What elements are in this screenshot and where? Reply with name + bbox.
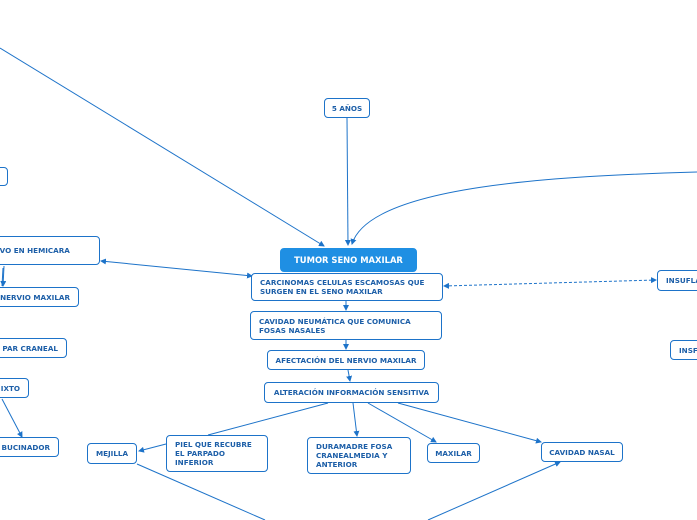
edge-ixto-bucinador xyxy=(1,398,23,438)
node-insf[interactable]: INSF xyxy=(670,340,697,360)
edge-alteracion-maxilar xyxy=(367,402,437,443)
edge-carcinomas-insufla xyxy=(443,277,657,289)
node-hemicara[interactable]: IVO EN HEMICARA xyxy=(0,236,100,265)
edge-piel-mejilla xyxy=(138,443,167,453)
node-nervio-maxilar[interactable]: NERVIO MAXILAR xyxy=(0,287,79,307)
edge-bottom-cavidad-nasal xyxy=(427,461,561,520)
node-par-craneal[interactable]: PAR CRANEAL xyxy=(0,338,67,358)
edge-hemicara-nervio-2 xyxy=(1,267,4,287)
node-bucinador[interactable]: BUCINADOR xyxy=(0,437,59,457)
edge-top-left-to-central xyxy=(0,47,325,247)
node-piel-parpado-label: PIEL QUE RECUBRE EL PARPADO INFERIOR xyxy=(175,440,252,467)
node-duramadre[interactable]: DURAMADRE FOSA CRANEALMEDIA Y ANTERIOR xyxy=(307,437,411,474)
node-ixto[interactable]: IXTO xyxy=(0,378,29,398)
edge-mejilla-bottom xyxy=(136,463,266,520)
edge-hemicara-nervio xyxy=(0,265,7,287)
node-carcinomas-label: CARCINOMAS CELULAS ESCAMOSAS QUE SURGEN … xyxy=(260,278,425,296)
node-mejilla[interactable]: MEJILLA xyxy=(87,443,137,464)
node-duramadre-label: DURAMADRE FOSA CRANEALMEDIA Y ANTERIOR xyxy=(316,442,393,469)
node-afectacion-nervio-maxilar[interactable]: AFECTACIÓN DEL NERVIO MAXILAR xyxy=(267,350,425,370)
node-insufla[interactable]: INSUFLA xyxy=(657,270,697,291)
edge-carcinomas-hemicara xyxy=(100,258,253,279)
node-piel-parpado[interactable]: PIEL QUE RECUBRE EL PARPADO INFERIOR xyxy=(166,435,268,472)
edge-alteracion-piel xyxy=(207,402,329,436)
node-tumor-seno-maxilar[interactable]: TUMOR SENO MAXILAR xyxy=(280,248,417,272)
edge-right-curve-to-central xyxy=(350,171,697,245)
node-cavidad-neumatica-label: CAVIDAD NEUMÁTICA QUE COMUNICA FOSAS NAS… xyxy=(259,316,411,335)
node-alteracion-informacion-sensitiva[interactable]: ALTERACIÓN INFORMACIÓN SENSITIVA xyxy=(264,382,439,403)
node-cavidad-nasal[interactable]: CAVIDAD NASAL xyxy=(541,442,623,462)
node-carcinomas[interactable]: CARCINOMAS CELULAS ESCAMOSAS QUE SURGEN … xyxy=(251,273,443,301)
edge-afectacion-alteracion xyxy=(346,369,353,382)
node-5-anos[interactable]: 5 AÑOS xyxy=(324,98,370,118)
node-maxilar[interactable]: MAXILAR xyxy=(427,443,480,463)
node-left-top-partial[interactable] xyxy=(0,167,8,186)
node-cavidad-neumatica[interactable]: CAVIDAD NEUMÁTICA QUE COMUNICA FOSAS NAS… xyxy=(250,311,442,340)
edge-alteracion-duramadre xyxy=(352,402,360,437)
edge-5anos-to-central xyxy=(344,117,351,246)
edge-alteracion-cavidad-nasal xyxy=(397,402,542,444)
